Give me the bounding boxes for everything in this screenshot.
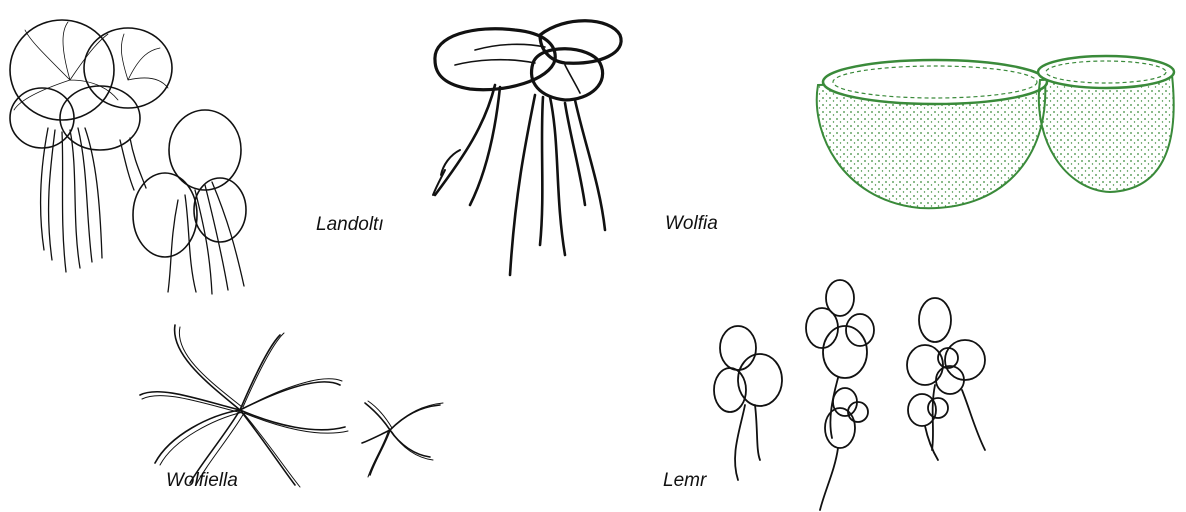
illustration-spirodela (0, 0, 260, 300)
wolffia-drawing (800, 40, 1186, 215)
illustration-wolffia (800, 40, 1186, 215)
frond (10, 88, 74, 148)
lemna-drawing (700, 280, 1020, 512)
illustration-lemna (700, 280, 1020, 512)
illustration-landoltia (415, 5, 625, 285)
illustration-wolffiella (130, 315, 460, 490)
spirodela-drawing (0, 0, 260, 300)
label-lemna: Lemr (663, 470, 706, 492)
wolffiella-drawing (130, 315, 460, 490)
frond-rim (1038, 56, 1174, 88)
frond-body (1039, 75, 1174, 192)
label-wolffiella: Wolfiella (166, 470, 238, 492)
frond (540, 21, 621, 63)
label-landoltia: Landoltı (316, 214, 384, 236)
landoltia-drawing (415, 5, 625, 285)
label-wolffia: Wolfia (665, 213, 718, 235)
frond (10, 20, 114, 120)
frond (194, 178, 246, 242)
